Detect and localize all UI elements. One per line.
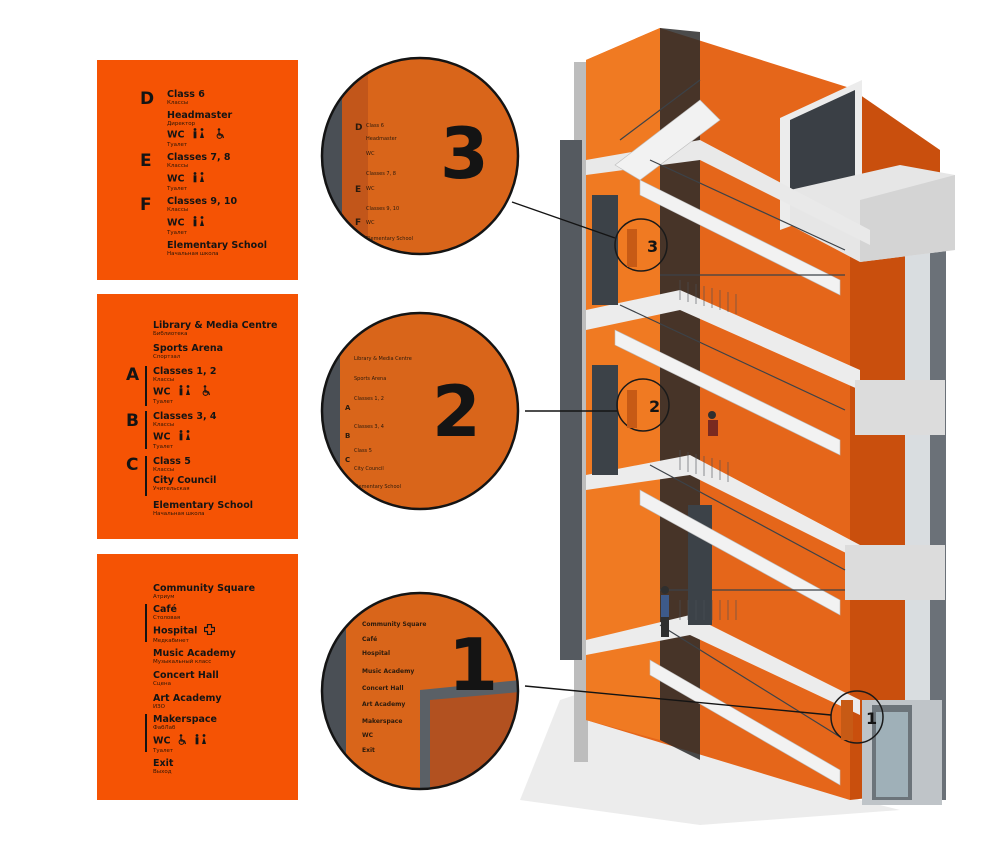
svg-text:Library & Media Centre: Library & Media Centre <box>354 356 412 362</box>
svg-text:Headmaster: Headmaster <box>366 136 398 142</box>
svg-text:Exit: Exit <box>362 747 375 754</box>
restroom-man-woman-icon <box>177 430 195 444</box>
zone-letter-e: E <box>140 151 152 171</box>
restroom-man-woman-icon <box>191 128 209 142</box>
svg-text:B: B <box>345 432 350 440</box>
floor-number-1: 1 <box>866 709 877 728</box>
svg-text:WC: WC <box>362 732 374 739</box>
zone-divider <box>145 714 147 752</box>
svg-text:Class 5: Class 5 <box>354 448 372 454</box>
svg-text:Class 6: Class 6 <box>366 123 384 129</box>
svg-text:Sports Arena: Sports Arena <box>354 376 386 382</box>
svg-text:Art Academy: Art Academy <box>362 701 405 708</box>
sign-item-music-academy: Music Academy Музыкальный класс <box>153 648 236 665</box>
svg-text:Community Square: Community Square <box>362 621 426 628</box>
sign-item-wc: WC Туалет <box>167 172 209 193</box>
zone-letter-f: F <box>140 195 152 215</box>
svg-text:E: E <box>355 185 361 195</box>
sign-item-classes-1-2: Classes 1, 2 Классы <box>153 366 217 383</box>
zone-divider <box>145 366 147 406</box>
zone-divider <box>145 411 147 449</box>
svg-text:WC: WC <box>366 220 375 226</box>
sign-item-wc: WC Туалет <box>153 430 195 451</box>
sign-item-classes-9-10: Classes 9, 10 Классы <box>167 196 238 213</box>
stair-flights <box>614 99 841 786</box>
zone-divider <box>145 604 147 642</box>
sign-item-hospital: Hospital Медкабинет <box>153 623 215 645</box>
sign-item-class-5: Class 5 Классы <box>153 456 191 473</box>
svg-text:Makerspace: Makerspace <box>362 718 402 725</box>
svg-text:Music Academy: Music Academy <box>362 668 414 675</box>
sign-item-wc: WC Туалет <box>167 216 209 237</box>
medical-cross-icon <box>203 623 215 638</box>
sign-panel-floor-3: D Class 6 Классы Headmaster Директор WC … <box>97 60 298 280</box>
accessible-icon <box>201 385 211 399</box>
sign-item-library: Library & Media Centre Библиотека <box>153 320 278 337</box>
sign-item-classes-7-8: Classes 7, 8 Классы <box>167 152 231 169</box>
floor-number-3: 3 <box>647 237 658 256</box>
svg-text:City Council: City Council <box>354 466 384 472</box>
restroom-man-woman-icon <box>191 172 209 186</box>
svg-text:Elementary School: Elementary School <box>354 484 401 490</box>
callout-magnifier-floor-3: D Class 6 Headmaster WC E Classes 7, 8 W… <box>320 56 520 256</box>
accessible-icon <box>215 128 225 142</box>
svg-text:Hospital: Hospital <box>362 650 390 657</box>
svg-text:A: A <box>345 404 351 412</box>
restroom-man-woman-icon <box>177 385 195 399</box>
restroom-man-woman-icon <box>193 734 211 748</box>
svg-text:Classes 1, 2: Classes 1, 2 <box>354 396 384 402</box>
svg-text:C: C <box>345 456 350 464</box>
stair-railings <box>619 79 846 741</box>
stairwell-illustration: 3 2 1 D Class 6 Headmaster WC E Classes <box>320 28 955 825</box>
sign-item-elementary-school: Elementary School Начальная школа <box>167 240 267 257</box>
zone-letter-b: B <box>126 411 139 431</box>
callout-magnifier-floor-1: Community Square Café Hospital Music Aca… <box>320 591 520 791</box>
floor-number-1-large: 1 <box>448 623 498 707</box>
sign-item-city-council: City Council Учительская <box>153 475 217 492</box>
sign-item-exit: Exit Выход <box>153 758 174 775</box>
zone-letter-c: C <box>126 455 139 475</box>
zone-divider <box>145 456 147 496</box>
sign-item-wc: WC Туалет <box>153 385 211 406</box>
svg-text:Concert Hall: Concert Hall <box>362 685 404 692</box>
svg-text:Café: Café <box>362 636 377 643</box>
svg-text:Classes 9, 10: Classes 9, 10 <box>366 206 399 212</box>
svg-text:D: D <box>355 123 362 133</box>
baluster-hatch <box>679 280 737 620</box>
svg-text:Classes 7, 8: Classes 7, 8 <box>366 171 396 177</box>
sign-item-headmaster: Headmaster Директор <box>167 110 233 127</box>
wall-sign-floor-3: 3 <box>614 218 668 272</box>
svg-text:Classes 3, 4: Classes 3, 4 <box>354 424 384 430</box>
sign-item-wc: WC Туалет <box>153 734 211 755</box>
sign-item-elementary-school: Elementary School Начальная школа <box>153 500 253 517</box>
zone-letter-a: A <box>126 365 140 385</box>
sign-item-wc: WC Туалет <box>167 128 225 149</box>
sign-item-community-square: Community Square Атриум <box>153 583 256 600</box>
person-figure <box>661 411 718 637</box>
wall-sign-floor-2: 2 <box>616 378 670 432</box>
restroom-man-woman-icon <box>191 216 209 230</box>
sign-item-sports-arena: Sports Arena Спортзал <box>153 343 224 360</box>
sign-item-classes-3-4: Classes 3, 4 Классы <box>153 411 217 428</box>
floor-number-3-large: 3 <box>440 113 489 195</box>
callout-leader-lines <box>511 201 832 716</box>
sign-item-makerspace: Makerspace ФабЛаб <box>153 714 217 731</box>
sign-item-cafe: Café Столовая <box>153 604 181 621</box>
svg-text:Elementary School: Elementary School <box>366 236 413 242</box>
sign-panel-floor-1: Community Square Атриум Café Столовая Ho… <box>97 554 298 800</box>
svg-text:F: F <box>355 218 361 228</box>
sign-item-class-6: Class 6 Классы <box>167 89 205 106</box>
svg-text:WC: WC <box>366 151 375 157</box>
accessible-icon <box>177 734 187 748</box>
floor-number-2: 2 <box>649 397 660 416</box>
svg-text:WC: WC <box>366 186 375 192</box>
wall-sign-floor-1: 1 <box>830 690 884 744</box>
floor-number-2-large: 2 <box>432 371 481 453</box>
sign-item-concert-hall: Concert Hall Сцена <box>153 670 219 687</box>
callout-magnifier-floor-2: Library & Media Centre Sports Arena A Cl… <box>320 311 520 511</box>
zone-letter-d: D <box>140 89 155 109</box>
sign-panel-floor-2: Library & Media Centre Библиотека Sports… <box>97 294 298 539</box>
sign-item-art-academy: Art Academy ИЗО <box>153 693 222 710</box>
